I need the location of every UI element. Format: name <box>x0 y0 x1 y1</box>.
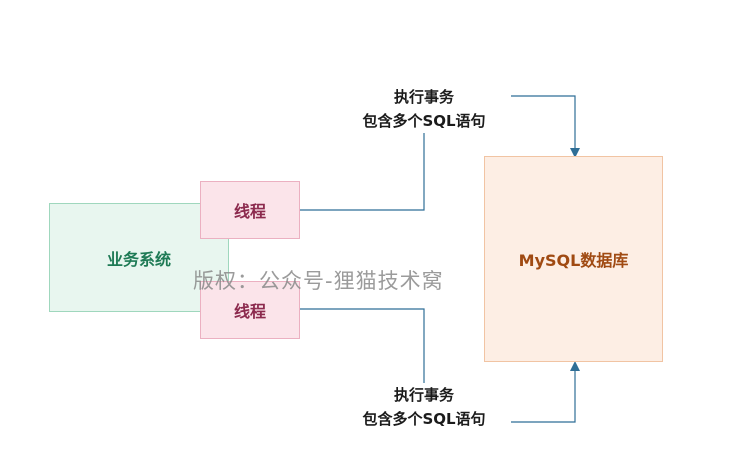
thread-top-label: 线程 <box>233 202 266 221</box>
database-label: MySQL数据库 <box>518 251 629 270</box>
thread-node-top: 线程 <box>200 181 300 239</box>
bottom-edge-label: 执行事务 包含多个SQL语句 <box>337 383 511 431</box>
mysql-database-node: MySQL数据库 <box>484 156 663 362</box>
watermark-text: 版权：公众号-狸猫技术窝 <box>193 269 444 293</box>
bottom-edge-label-line1: 执行事务 <box>393 386 454 404</box>
top-edge-label-line2: 包含多个SQL语句 <box>362 112 486 130</box>
thread-bottom-label: 线程 <box>233 302 266 321</box>
top-edge-label: 执行事务 包含多个SQL语句 <box>337 85 511 133</box>
business-system-label: 业务系统 <box>106 249 171 269</box>
thread-node-bottom: 线程 <box>200 281 300 339</box>
bottom-edge-label-line2: 包含多个SQL语句 <box>362 410 486 428</box>
top-edge-label-line1: 执行事务 <box>393 88 454 106</box>
business-system-node: 业务系统 <box>49 203 229 312</box>
